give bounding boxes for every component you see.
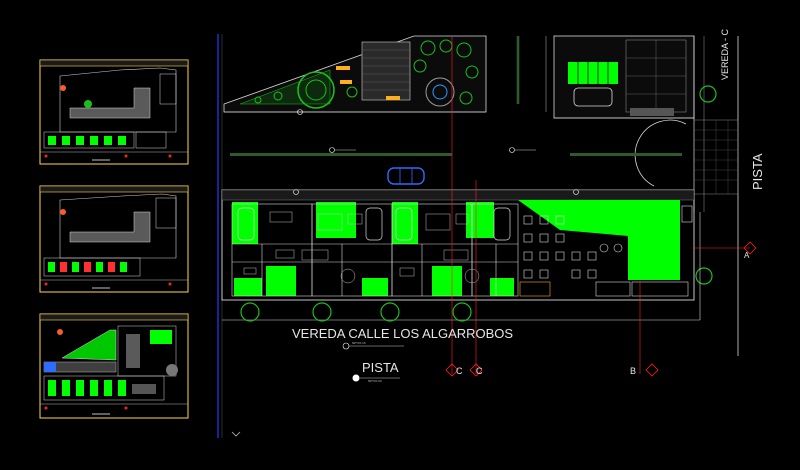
street-level-text: NPT±0.15	[352, 341, 366, 345]
unit-furniture	[243, 211, 480, 284]
thumbnail-sheet-2[interactable]	[39, 185, 189, 293]
right-sidewalk	[634, 36, 739, 356]
top-right-block	[553, 35, 695, 119]
car-on-road-icon	[387, 167, 425, 185]
street-trees	[240, 302, 472, 322]
axis-lines	[451, 36, 750, 374]
axis-marker-c2: C	[469, 363, 483, 377]
axis-marker-c1: C	[445, 363, 463, 377]
level-markers	[293, 109, 579, 195]
restaurant-tables	[523, 205, 693, 297]
road-label: PISTA	[362, 360, 399, 375]
road-level-marker: NPT±0.00	[352, 374, 400, 383]
axis-label-c2: C	[476, 366, 483, 376]
axis-marker-b: B	[630, 363, 659, 377]
parked-car-icon	[573, 87, 613, 107]
street-level-marker: NPT±0.15	[342, 341, 404, 350]
axis-marker-a: A	[743, 241, 757, 260]
thumbnail-sheet-1[interactable]	[39, 59, 189, 165]
unit-cars	[237, 207, 511, 241]
thumbnail-units-row-2	[43, 257, 141, 277]
right-sidewalk-label: VEREDA - C	[720, 28, 730, 80]
road-markings	[224, 36, 694, 156]
axis-label-a: A	[744, 251, 750, 260]
thumbnail-units-row-3	[43, 375, 165, 401]
park-big-tree-icon	[297, 71, 335, 109]
scroll-down-icon[interactable]	[231, 431, 241, 437]
fountain-icon	[425, 77, 455, 107]
park-area	[223, 35, 487, 113]
sidewalk-tree-icon	[699, 85, 717, 103]
axis-label-b: B	[630, 366, 636, 376]
street-label: VEREDA CALLE LOS ALGARROBOS	[292, 326, 513, 341]
thumbnail-sheet-3[interactable]	[39, 313, 189, 419]
thumbnail-units-row-1	[43, 131, 167, 149]
axis-label-c1: C	[456, 366, 463, 376]
right-road-label: PISTA	[750, 153, 765, 190]
main-site-plan[interactable]	[221, 35, 750, 374]
road-level-text: NPT±0.00	[368, 379, 382, 383]
